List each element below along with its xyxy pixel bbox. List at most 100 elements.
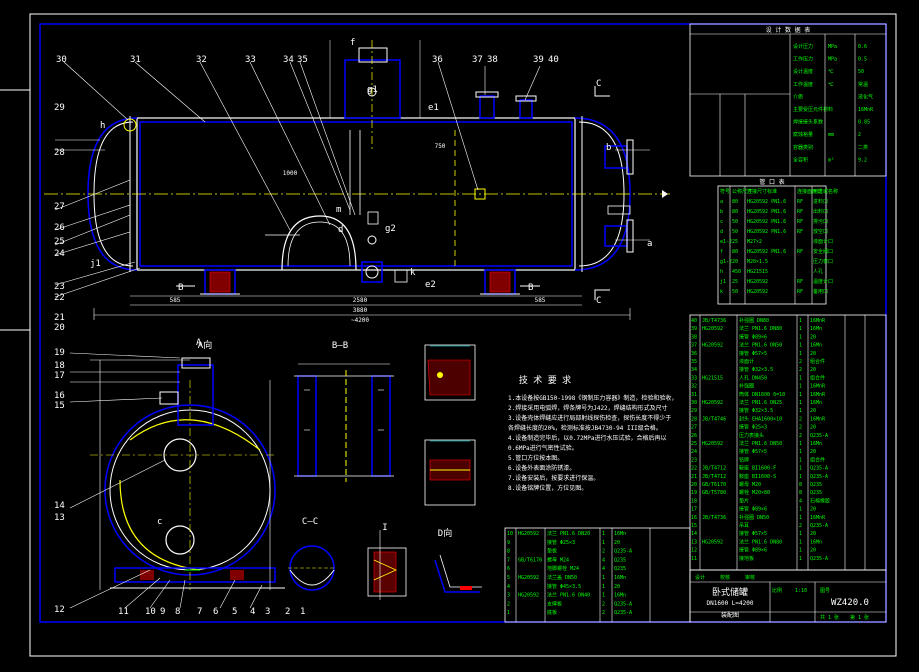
nozzle-table-grid [717, 185, 827, 305]
label-view-a: A向 [198, 339, 212, 351]
callout-28: 28 [54, 148, 65, 158]
callout-30: 30 [56, 55, 67, 65]
parts-table-cell: 33 [691, 375, 697, 381]
design-row-value: 二类 [858, 144, 868, 151]
nozzle-table-cell: h [720, 269, 723, 275]
parts-table-cell: 1 [799, 351, 802, 357]
parts-table-cell: 接地板 [739, 555, 754, 562]
parts-table-cell: 1 [799, 326, 802, 332]
callout-15: 15 [54, 401, 65, 411]
nozzle-table-cell: g1-2 [720, 259, 732, 265]
lower-parts-table-cell: Q235 [614, 557, 626, 563]
title-block-label: 设计 [695, 574, 705, 581]
nozzle-table-cell: b [720, 209, 723, 215]
callout-19: 19 [54, 348, 65, 358]
parts-table-cell: 17 [691, 507, 697, 513]
nozzle-table-cell: 压力表口 [813, 258, 833, 265]
nozzle-table-cell: c [720, 219, 723, 225]
nozzle-table-cell: e1-2 [720, 239, 732, 245]
design-row-label: 介质 [793, 93, 803, 100]
nozzle-table-cell: d [720, 229, 723, 235]
parts-table-cell: 8 [799, 482, 802, 488]
design-row-label: 焊接接头系数 [793, 119, 823, 126]
nozzle-table-cell: HG20592 PN1.6 [747, 219, 786, 225]
parts-table-cell: 16Mn [810, 343, 822, 349]
nozzle-table-cell: RF [797, 249, 803, 255]
parts-table-cell: 压力表接头 [739, 432, 764, 439]
nozzle-table-cell: 人孔 [813, 268, 823, 275]
nozzle-table-cell: HG20592 PN1.6 [747, 199, 786, 205]
left-saddle [200, 269, 240, 295]
parts-table-cell: GB/T5780 [702, 490, 726, 496]
nozzle-table-cell: 80 [732, 199, 738, 205]
outer-frame [29, 13, 897, 657]
parts-table-cell: 螺母 M20 [739, 481, 761, 488]
design-row-value: 常温 [858, 81, 868, 88]
title-block-grid [689, 569, 887, 623]
nozzle-label-b: b [606, 143, 611, 153]
parts-table-cell: HG20592 [702, 539, 723, 545]
parts-table-cell: Q235-A [810, 474, 828, 480]
design-row-value: 0.5 [858, 57, 867, 63]
dim-right-offset: 585 [535, 297, 546, 304]
parts-table-cell: 1 [799, 408, 802, 414]
nozzle-table-cell: RF [797, 209, 803, 215]
callout-40: 40 [548, 55, 559, 65]
parts-table-cell: 补强圈 [739, 383, 754, 390]
lower-parts-table-cell: 法兰 PN1.6 DN20 [547, 530, 590, 537]
title-block-drawing-no: WZ420.0 [831, 598, 869, 608]
lower-parts-table-cell: 1 [602, 531, 605, 537]
callout-29: 29 [54, 103, 65, 113]
nozzle-label-d: d [338, 225, 343, 235]
parts-table-cell: 螺栓 M20×80 [739, 489, 770, 496]
nozzle-table-cell: M27×2 [747, 239, 762, 245]
nozzle-table-cell: f [720, 249, 723, 255]
tech-note: 1.本设备按GB150-1998《钢制压力容器》制造，检验和验收， [508, 394, 677, 402]
view-arrow-c: C [596, 79, 601, 89]
nozzle-table-header: 符号 [720, 188, 730, 195]
lower-parts-table-cell: 1 [507, 610, 510, 616]
lower-parts-table-cell: 底板 [547, 609, 557, 616]
parts-table-cell: JB/T4736 [702, 318, 726, 324]
dim-750: 750 [435, 143, 446, 150]
nozzle-label-h: h [100, 121, 105, 131]
parts-table-cell: 16Mn [810, 441, 822, 447]
callout-1: 1 [300, 607, 305, 617]
nozzle-table-cell: a [720, 199, 723, 205]
dim-support: 2580 [353, 297, 368, 304]
parts-table-cell: 1 [799, 375, 802, 381]
parts-table-cell: Q235-A [810, 433, 828, 439]
parts-table-cell: 39 [691, 326, 697, 332]
lower-parts-table-cell: 2 [602, 549, 605, 555]
nozzle-label-f: f [350, 38, 355, 48]
parts-table-cell: 1 [799, 556, 802, 562]
parts-table-cell: JB/T4712 [702, 466, 726, 472]
nozzle-table-title: 管 口 表 [759, 178, 784, 186]
parts-table-cell: 1 [799, 392, 802, 398]
design-row-value: 50 [858, 69, 864, 75]
parts-table-cell: 16Mn [810, 326, 822, 332]
title-block-label: 共 1 张 [820, 614, 839, 621]
callout-16: 16 [54, 391, 65, 401]
dim-overall: ~4200 [351, 317, 369, 324]
parts-table-cell: 20 [810, 351, 816, 357]
parts-table-cell: 1 [799, 466, 802, 472]
nozzle-table-cell: 50 [732, 229, 738, 235]
nozzle-table-cell: HG20592 PN1.6 [747, 249, 786, 255]
parts-table-cell: 20 [810, 449, 816, 455]
nozzle-table-cell: 80 [732, 209, 738, 215]
lower-parts-table-cell: 6 [507, 566, 510, 572]
parts-table-cell: 1 [799, 515, 802, 521]
lower-parts-table-cell: 20 [614, 584, 620, 590]
lower-parts-table-cell: 1 [602, 575, 605, 581]
callout-26: 26 [54, 223, 65, 233]
tech-note: 0.6MPa进行气密性试验。 [508, 444, 578, 452]
design-row-value: 0.85 [858, 120, 870, 126]
parts-table-cell: 1 [799, 441, 802, 447]
parts-table-cell: 2 [799, 367, 802, 373]
lower-parts-table-cell: 地脚螺栓 M24 [547, 565, 579, 572]
parts-table-cell: 32 [691, 384, 697, 390]
parts-table-cell: HG20592 [702, 326, 723, 332]
